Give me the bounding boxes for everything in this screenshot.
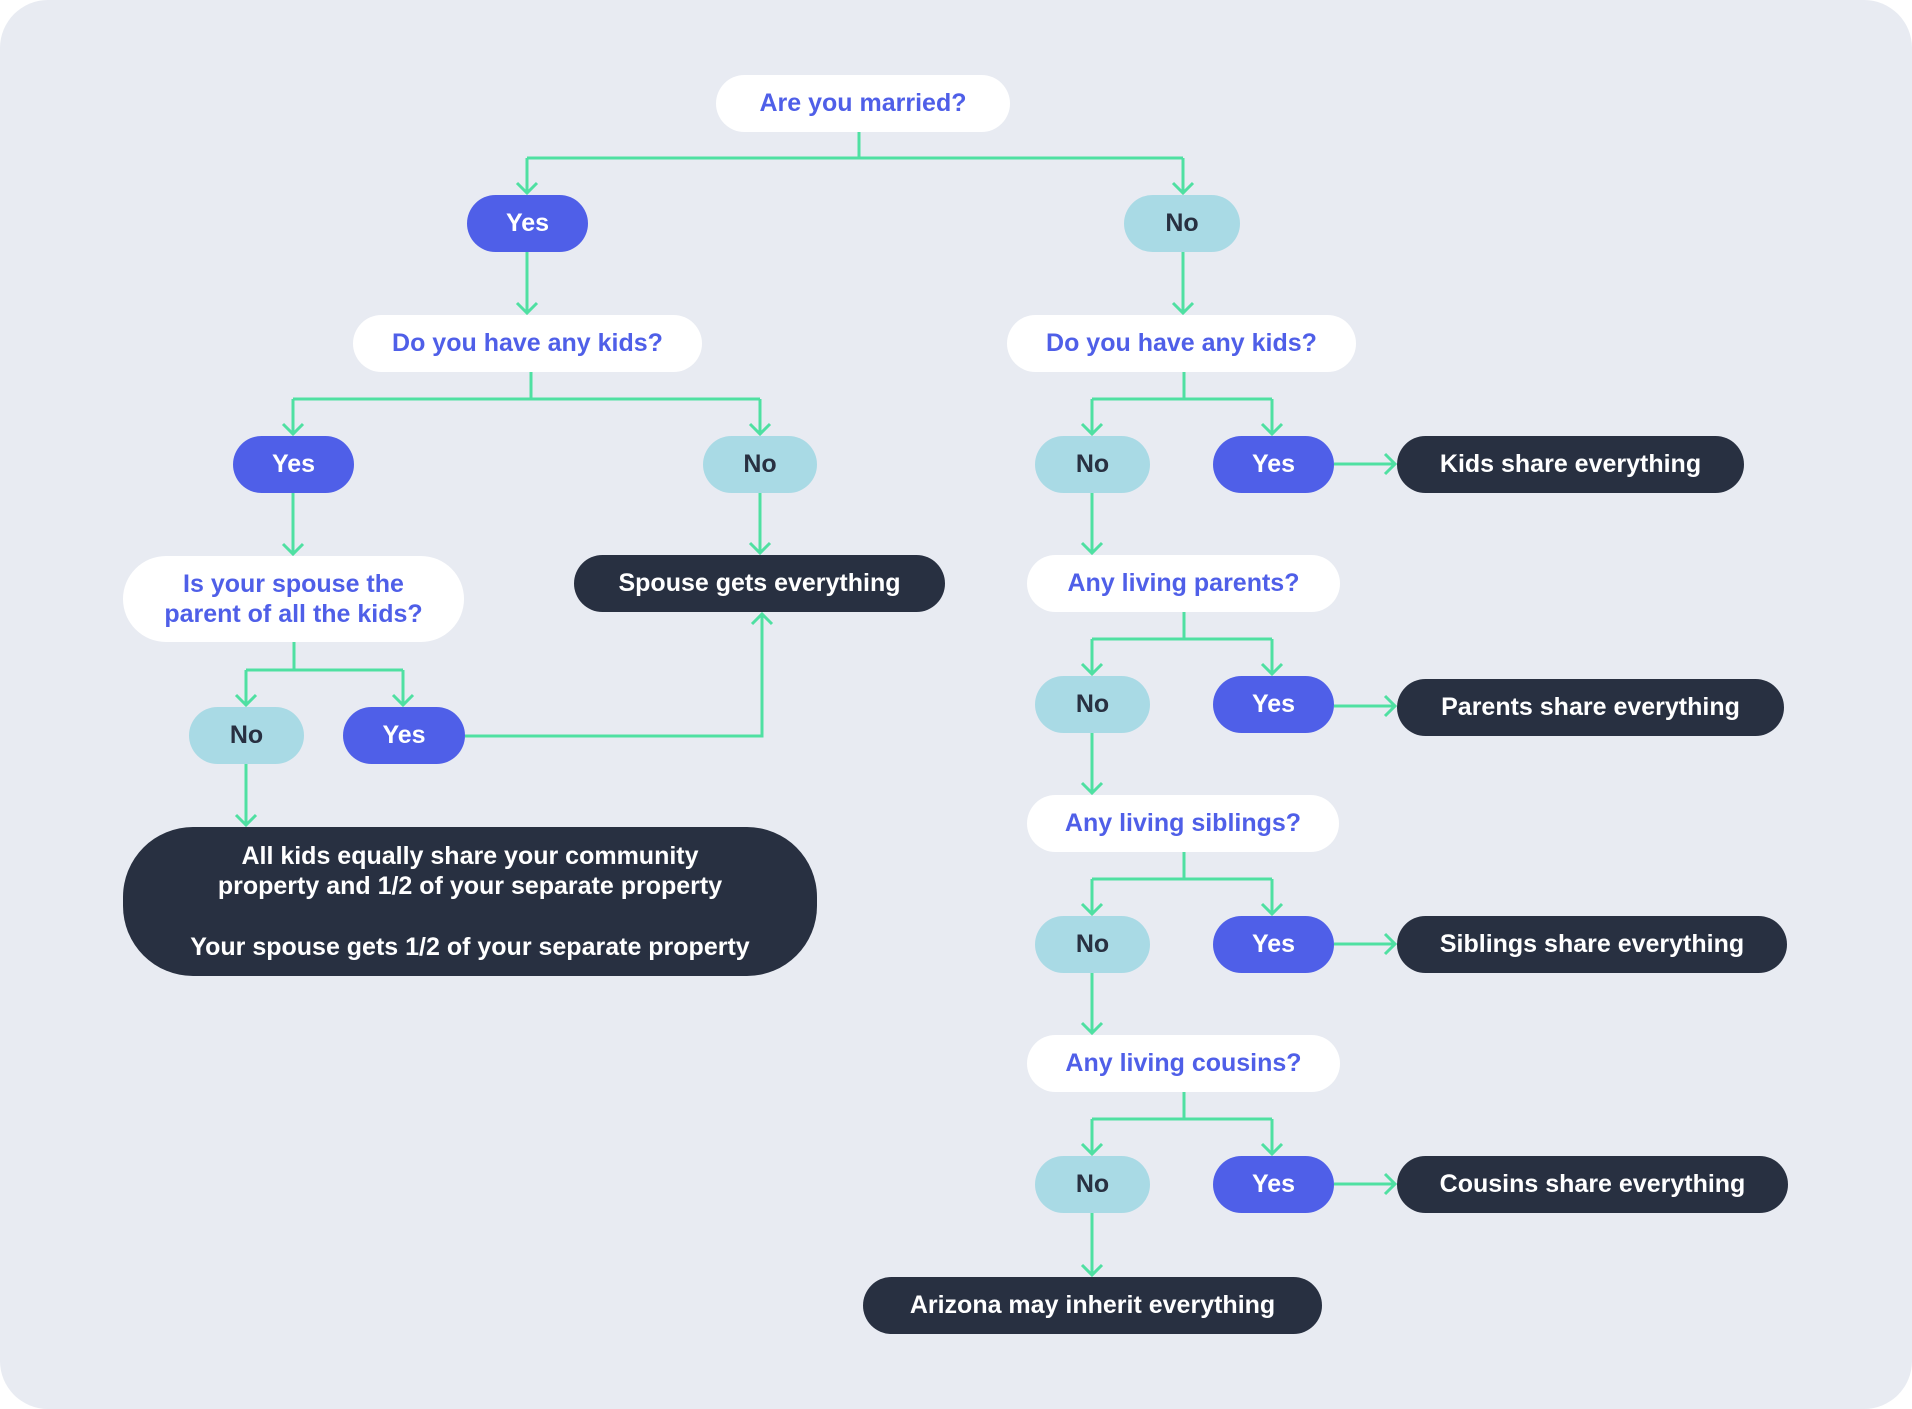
result-cousins-share-everything: Cousins share everything <box>1397 1156 1788 1213</box>
result-arizona-inherits: Arizona may inherit everything <box>863 1277 1322 1334</box>
arrow-to-spouse-question <box>281 542 305 557</box>
answer-parents-no: No <box>1035 676 1150 733</box>
result-kids-share-everything: Kids share everything <box>1397 436 1744 493</box>
arrow-siblings-yes <box>1260 902 1284 917</box>
arrow-kids-yes <box>1260 422 1284 437</box>
arrow-root-yes <box>515 181 539 196</box>
question-spouse-parent: Is your spouse the parent of all the kid… <box>123 556 464 642</box>
arrow-kids-no <box>1080 422 1104 437</box>
answer-cousins-yes: Yes <box>1213 1156 1334 1213</box>
answer-siblings-yes: Yes <box>1213 916 1334 973</box>
answer-cousins-no: No <box>1035 1156 1150 1213</box>
result-spouse-gets-everything: Spouse gets everything <box>574 555 945 612</box>
answer-unmarried-kids-yes: Yes <box>1213 436 1334 493</box>
arrow-cousins-next <box>1080 1263 1104 1278</box>
arrow-siblings-no <box>1080 902 1104 917</box>
answer-married-kids-no: No <box>703 436 817 493</box>
result-kids-share-property-line2: Your spouse gets 1/2 of your separate pr… <box>190 932 750 961</box>
answer-siblings-no: No <box>1035 916 1150 973</box>
answer-married-kids-yes: Yes <box>233 436 354 493</box>
answer-married-no: No <box>1124 195 1240 252</box>
arrow-parents-next <box>1080 781 1104 796</box>
answer-spouse-parent-yes: Yes <box>343 707 465 764</box>
arrow-kids-next <box>1080 541 1104 556</box>
result-siblings-share-everything: Siblings share everything <box>1397 916 1787 973</box>
arrow-to-shared-result <box>234 813 258 828</box>
arrow-parents-yes <box>1260 662 1284 677</box>
arrow-unmarried-kids <box>1171 301 1195 316</box>
arrow-parents-no <box>1080 662 1104 677</box>
arrow-root-no <box>1171 181 1195 196</box>
arrow-cousins-no <box>1080 1142 1104 1157</box>
arrow-cousins-result <box>1383 1172 1398 1196</box>
arrow-siblings-next <box>1080 1021 1104 1036</box>
result-parents-share-everything: Parents share everything <box>1397 679 1784 736</box>
result-kids-share-property-line1: All kids equally share your community pr… <box>217 841 723 901</box>
question-living-siblings: Any living siblings? <box>1027 795 1339 852</box>
question-living-cousins: Any living cousins? <box>1027 1035 1340 1092</box>
arrow-spouse-yes <box>391 693 415 708</box>
arrow-spouse-yes-back <box>750 611 774 626</box>
answer-parents-yes: Yes <box>1213 676 1334 733</box>
arrow-cousins-yes <box>1260 1142 1284 1157</box>
question-living-parents: Any living parents? <box>1027 555 1340 612</box>
arrow-parents-result <box>1383 694 1398 718</box>
answer-spouse-parent-no: No <box>189 707 304 764</box>
arrow-siblings-result <box>1383 932 1398 956</box>
arrow-to-spouse-result <box>748 541 772 556</box>
answer-married-yes: Yes <box>467 195 588 252</box>
answer-unmarried-kids-no: No <box>1035 436 1150 493</box>
arrow-married-kids-no <box>748 422 772 437</box>
arrow-married-kids-yes <box>281 422 305 437</box>
connector-spouse-yes-back <box>465 614 764 738</box>
question-married-kids: Do you have any kids? <box>353 315 702 372</box>
question-unmarried-kids: Do you have any kids? <box>1007 315 1356 372</box>
question-married: Are you married? <box>716 75 1010 132</box>
result-kids-share-property: All kids equally share your community pr… <box>123 827 817 976</box>
arrow-spouse-no <box>234 693 258 708</box>
arrow-kids-result <box>1383 452 1398 476</box>
arrow-married-kids <box>515 301 539 316</box>
